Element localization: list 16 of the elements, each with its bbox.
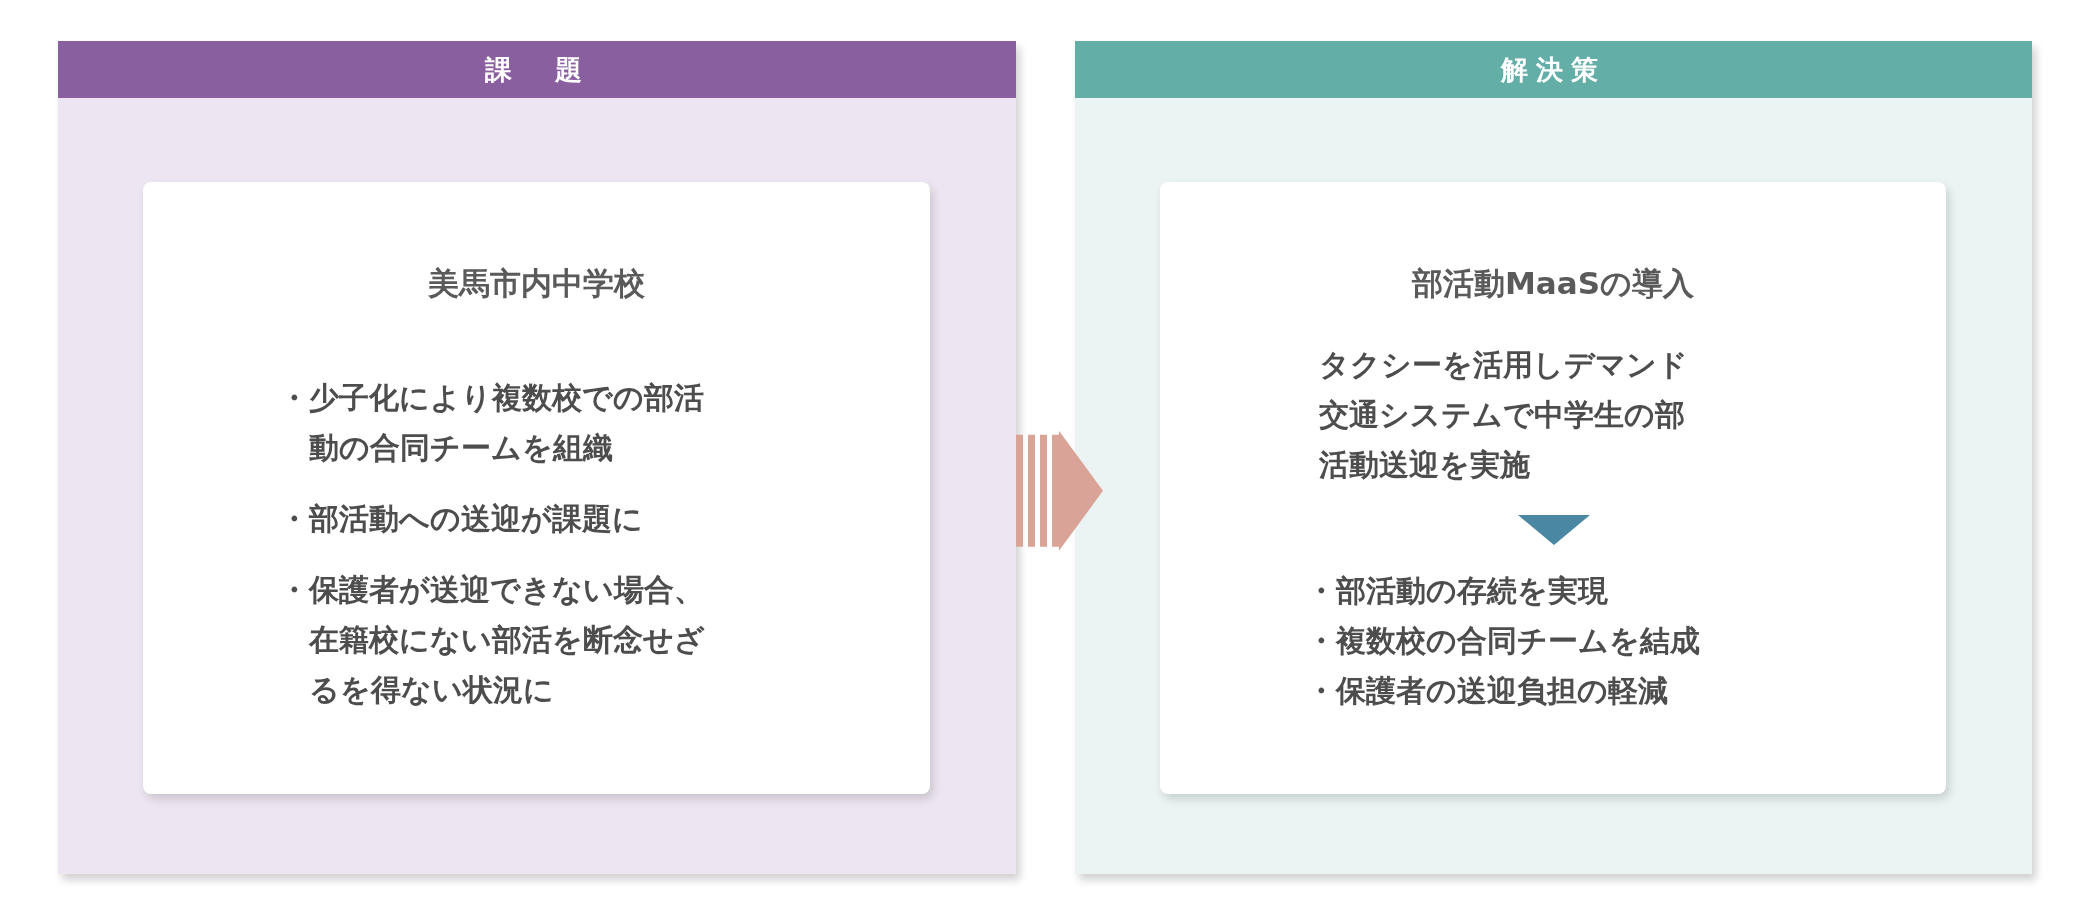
description-text: タクシーを活用しデマンド交通システムで中学生の部活動送迎を実施 [1319,346,1689,484]
bullet-item: ・複数校の合同チームを結成 [1306,622,1700,660]
text-card [1160,182,1946,794]
arrow [1016,430,1103,551]
bullet-item: ・保護者が送迎できない場合、在籍校にない部活を断念せざるを得ない状況に [279,571,706,709]
bullet-item: ・少子化により複数校での部活動の合同チームを組織 [279,379,705,467]
card-title: 美馬市内中学校 [427,264,646,303]
panel-header: 課 題 [58,41,1016,98]
bullet-item: ・部活動への送迎が課題に [279,500,644,538]
panel [1075,41,2032,874]
panel-header: 解決策 [1075,41,2032,98]
bullet-item: ・部活動の存続を実現 [1306,572,1608,610]
text-card [143,182,930,794]
panel [58,41,1016,874]
bullet-item: ・保護者の送迎負担の軽減 [1306,672,1668,710]
card-title: 部活動MaaSの導入 [1410,264,1695,303]
